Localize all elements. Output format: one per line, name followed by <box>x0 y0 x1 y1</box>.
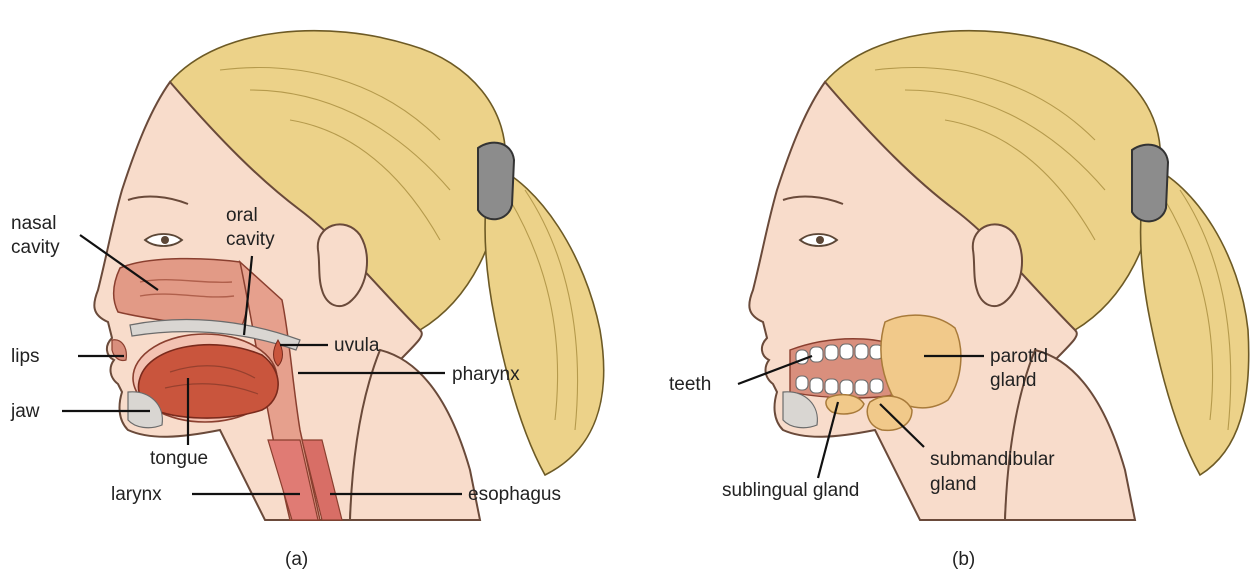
label-oral-2: cavity <box>226 229 275 250</box>
label-nasal-2: cavity <box>11 237 60 258</box>
caption-b: (b) <box>952 549 975 570</box>
pupil-a <box>161 236 169 244</box>
label-lips: lips <box>11 346 40 367</box>
panel-a: nasal cavity oral cavity lips uvula phar… <box>10 31 604 570</box>
sublingual-gland-shape <box>826 395 864 414</box>
label-oral-1: oral <box>226 205 258 226</box>
pupil-b <box>816 236 824 244</box>
caption-a: (a) <box>285 549 308 570</box>
label-pharynx: pharynx <box>452 364 520 385</box>
hair-tie-a <box>478 143 514 220</box>
label-parotid-2: gland <box>990 370 1037 391</box>
label-submandibular-2: gland <box>930 474 977 495</box>
label-jaw: jaw <box>10 401 40 422</box>
label-uvula: uvula <box>334 335 380 356</box>
label-parotid-1: parotid <box>990 346 1048 367</box>
label-submandibular-1: submandibular <box>930 449 1055 470</box>
label-teeth: teeth <box>669 374 711 395</box>
panel-b: teeth parotid gland submandibular gland … <box>669 31 1249 570</box>
label-tongue: tongue <box>150 448 208 469</box>
label-nasal-1: nasal <box>11 213 56 234</box>
hair-tie-b <box>1132 145 1168 222</box>
parotid-gland-shape <box>881 315 961 408</box>
label-esophagus: esophagus <box>468 484 561 505</box>
label-sublingual: sublingual gland <box>722 480 859 501</box>
label-larynx: larynx <box>111 484 162 505</box>
